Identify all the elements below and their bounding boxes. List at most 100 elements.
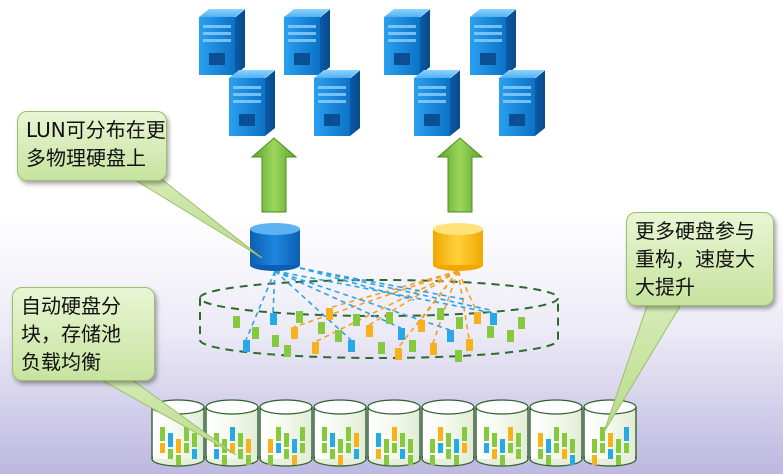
disk-chunk — [176, 455, 181, 465]
disk-chunk — [192, 433, 197, 447]
callout-tail-rebuild — [603, 302, 683, 433]
mapping-line-orange — [457, 270, 478, 313]
callout-rebuild-speed: 更多硬盘参与 重构，速度大 大提升 — [626, 212, 774, 306]
pool-chunk — [291, 327, 298, 339]
disk-chunk — [446, 449, 451, 459]
disk-chunk — [322, 427, 327, 441]
disk-chunk — [384, 455, 389, 465]
disk-chunk — [408, 455, 413, 465]
disk-chunk — [508, 427, 513, 441]
disk-chunk — [616, 439, 621, 453]
disk-chunk — [624, 427, 629, 441]
disk-chunk — [268, 439, 273, 453]
pool-chunk — [335, 330, 342, 342]
pool-chunk — [233, 316, 240, 328]
disk-chunk — [246, 455, 251, 465]
pool-chunk — [490, 313, 497, 325]
pool-chunk — [353, 314, 360, 326]
disk-chunk — [592, 455, 597, 465]
disk-chunk — [354, 433, 359, 447]
disk-chunk — [168, 433, 173, 447]
callout-line: 大提升 — [635, 275, 695, 299]
pool-chunk — [466, 339, 473, 351]
pool-chunk — [366, 325, 373, 337]
callout-tail-lun — [130, 177, 263, 259]
disk-chunk — [214, 449, 219, 459]
disk-chunk — [276, 443, 281, 453]
physical-disk-row — [151, 399, 637, 467]
disk-chunk — [438, 443, 443, 453]
disk-icon — [529, 399, 583, 467]
pool-chunk — [430, 343, 437, 355]
pool-chunk — [474, 312, 481, 324]
lun-volume-icon — [250, 223, 300, 271]
disk-chunk — [338, 455, 343, 465]
mapping-line-blue — [272, 270, 276, 314]
mapping-line-blue — [299, 267, 491, 311]
pool-chunk — [395, 348, 402, 360]
callout-line: 块，存储池 — [21, 322, 121, 346]
pool-chunk — [418, 320, 425, 332]
pool-chunk — [312, 342, 319, 354]
disk-chunk — [284, 433, 289, 447]
disk-chunk — [546, 439, 551, 453]
pool-chunk — [518, 317, 525, 329]
disk-chunk — [292, 439, 297, 453]
disk-chunk — [160, 443, 165, 453]
disk-chunk — [354, 449, 359, 459]
disk-chunk — [554, 427, 559, 441]
disk-chunk — [624, 443, 629, 453]
disk-chunk — [492, 449, 497, 459]
mapping-line-orange — [293, 270, 459, 328]
callout-line: LUN可分布在更 — [26, 118, 166, 142]
pool-chunk — [447, 330, 454, 342]
disk-chunk — [392, 443, 397, 453]
disk-chunk — [376, 433, 381, 447]
pool-chunk — [456, 317, 463, 329]
disk-chunk — [462, 443, 467, 453]
pool-chunk — [378, 342, 385, 354]
mapping-line-blue — [245, 270, 276, 341]
disk-chunk — [230, 443, 235, 453]
server-icon — [383, 8, 431, 76]
disk-chunk — [192, 449, 197, 459]
pool-chunk — [318, 322, 325, 334]
disk-chunk — [438, 427, 443, 441]
mapping-line-orange — [397, 270, 459, 349]
storage-pool — [199, 279, 559, 359]
disk-chunk — [408, 439, 413, 453]
disk-icon — [151, 399, 205, 467]
disk-chunk — [608, 433, 613, 447]
disk-chunk — [570, 455, 575, 465]
disk-chunk — [346, 427, 351, 441]
disk-chunk — [176, 439, 181, 453]
disk-chunk — [338, 439, 343, 453]
pool-chunk — [270, 313, 277, 325]
disk-chunk — [376, 449, 381, 459]
disk-icon — [583, 399, 637, 467]
server-icon — [413, 69, 461, 137]
server-icon — [283, 8, 331, 76]
disk-chunk — [184, 427, 189, 441]
pool-chunk — [272, 335, 279, 347]
disk-chunk — [322, 443, 327, 453]
disk-chunk — [500, 439, 505, 453]
disk-chunk — [600, 427, 605, 441]
disk-chunk — [484, 427, 489, 441]
mapping-line-blue — [299, 267, 415, 301]
up-arrow-icon — [250, 137, 298, 213]
disk-chunk — [284, 449, 289, 459]
callout-line: 更多硬盘参与 — [635, 219, 755, 243]
disk-chunk — [462, 427, 467, 441]
pool-chunk — [326, 308, 333, 320]
server-icon — [198, 8, 246, 76]
disk-chunk — [230, 427, 235, 441]
mapping-line-orange — [328, 270, 459, 309]
pool-chunks — [233, 308, 525, 362]
disk-chunk — [562, 433, 567, 447]
mapping-line-blue — [274, 270, 494, 314]
mapping-line-blue — [299, 267, 469, 301]
disk-chunk — [168, 449, 173, 459]
disk-icon — [259, 399, 313, 467]
